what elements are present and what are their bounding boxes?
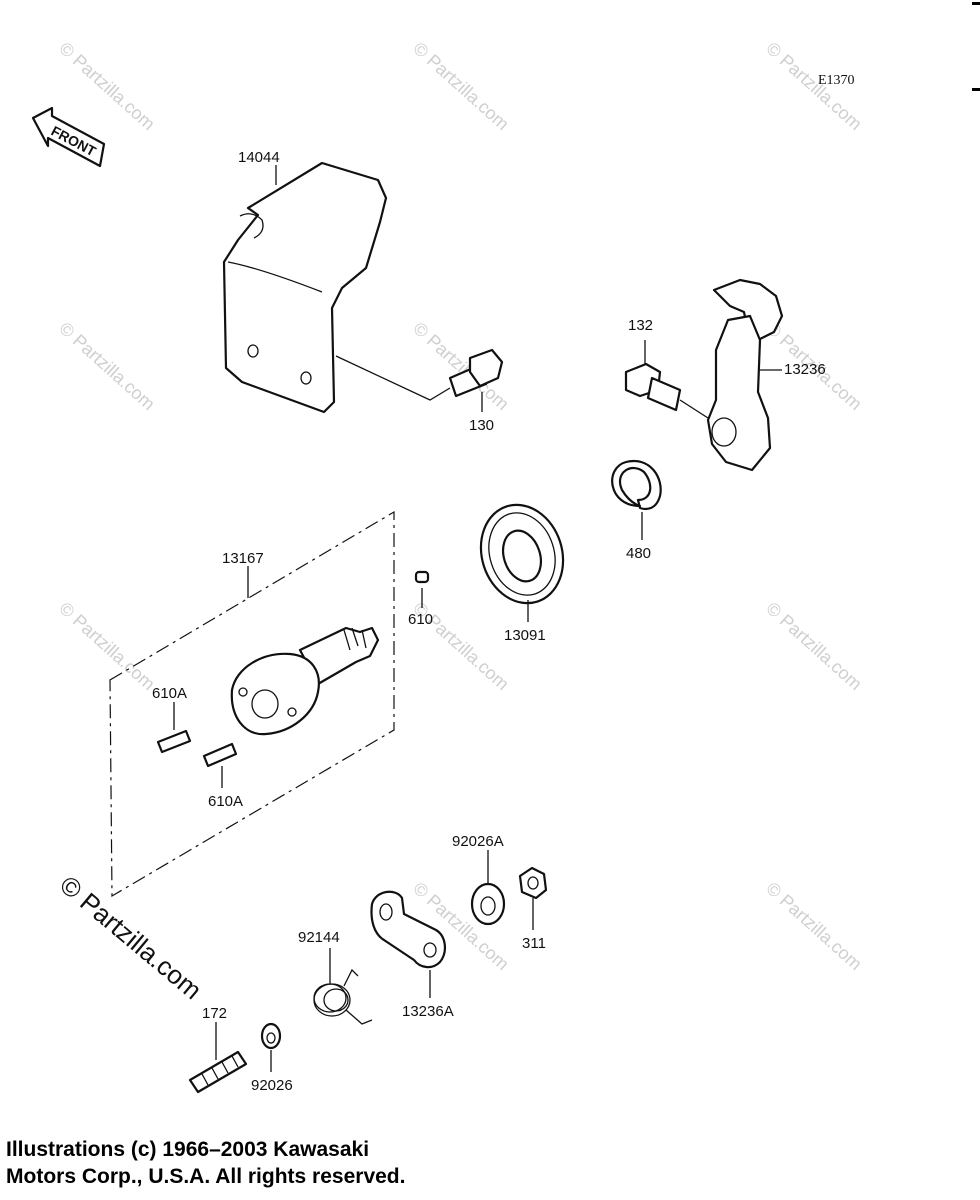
- part-13236-lever: [706, 278, 784, 472]
- part-label-13236A: 13236A: [402, 1003, 454, 1020]
- part-130-bolt: [448, 348, 504, 412]
- part-label-480: 480: [626, 545, 651, 562]
- part-label-92026: 92026: [251, 1077, 293, 1094]
- part-311-nut: [518, 866, 548, 930]
- part-label-610A: 610A: [208, 793, 243, 810]
- front-arrow-icon: FRONT: [31, 106, 106, 168]
- part-label-92026A: 92026A: [452, 833, 504, 850]
- part-480-circlip: [611, 459, 662, 540]
- part-132-bolt: [624, 340, 709, 419]
- part-label-311: 311: [522, 935, 546, 952]
- watermark-text: © Partzilla.com: [762, 598, 866, 694]
- part-label-172: 172: [202, 1005, 227, 1022]
- part-label-92144: 92144: [298, 929, 340, 946]
- part-label-610A: 610A: [152, 685, 187, 702]
- watermark-text: © Partzilla.com: [55, 598, 159, 694]
- part-610-pin: [414, 570, 430, 608]
- edge-mark: [972, 2, 980, 5]
- part-92026A-washer: [470, 850, 506, 926]
- part-13167-shaft: [109, 510, 395, 898]
- part-label-610: 610: [408, 611, 433, 628]
- copyright-line-1: Illustrations (c) 1966–2003 Kawasaki: [6, 1138, 370, 1161]
- part-92026-washer: [260, 1022, 282, 1072]
- part-label-13236: 13236: [784, 361, 826, 378]
- watermark-main: © Partzilla.com: [54, 870, 207, 1006]
- watermark-text: © Partzilla.com: [55, 318, 159, 414]
- parts-diagram: © Partzilla.com © Partzilla.com © Partzi…: [31, 38, 866, 1094]
- part-172-stud: [188, 1022, 248, 1094]
- part-label-13091: 13091: [504, 627, 546, 644]
- part-610A-pin: [156, 702, 192, 754]
- copyright-footer: Illustrations (c) 1966–2003 Kawasaki Mot…: [6, 1136, 405, 1190]
- part-14044-cover: [222, 161, 451, 414]
- part-label-13167: 13167: [222, 550, 264, 567]
- watermark-text: © Partzilla.com: [409, 38, 513, 134]
- part-label-14044: 14044: [238, 149, 280, 166]
- part-92144-spring: [313, 948, 373, 1025]
- part-610A-pin: [202, 742, 238, 788]
- part-label-130: 130: [469, 417, 494, 434]
- edge-mark: [972, 88, 980, 91]
- copyright-line-2: Motors Corp., U.S.A. All rights reserved…: [6, 1165, 406, 1188]
- part-13091-seal: [479, 503, 565, 622]
- watermark-text: © Partzilla.com: [762, 878, 866, 974]
- diagram-code: E1370: [818, 73, 855, 88]
- watermark-text: © Partzilla.com: [55, 38, 159, 134]
- part-label-132: 132: [628, 317, 653, 334]
- part-13236A-lever: [370, 890, 446, 998]
